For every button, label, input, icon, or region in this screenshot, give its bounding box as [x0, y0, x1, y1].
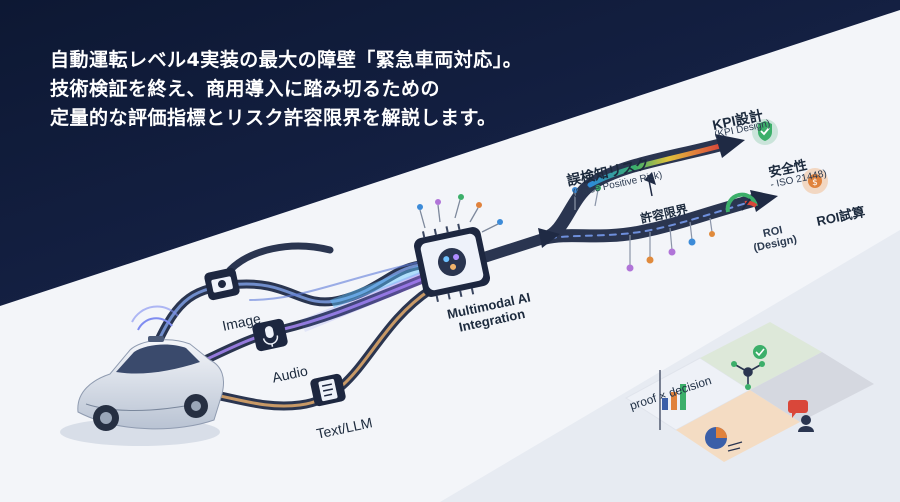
signal-beams	[300, 262, 432, 332]
person-chat-icon	[788, 400, 814, 432]
threshold-marker	[644, 172, 656, 185]
pie-chart-icon	[705, 427, 743, 452]
headline: 自動運転レベル4実装の最大の障壁「緊急車両対応」。 技術検証を終え、商用導入に踏…	[50, 46, 522, 133]
document-icon	[310, 373, 346, 407]
check-badge-icon	[753, 345, 767, 359]
risk-arrow-head	[715, 134, 745, 158]
headline-line-1: 自動運転レベル4実装の最大の障壁「緊急車両対応」。	[50, 49, 523, 71]
data-nodes	[574, 189, 713, 265]
gauge-icon	[725, 192, 758, 213]
svg-text:$: $	[812, 178, 818, 188]
network-icon	[731, 361, 765, 390]
arrow-to-hub-out	[538, 228, 560, 248]
roi-arrow-head	[750, 190, 778, 212]
camera-icon	[204, 267, 240, 301]
shield-check-icon	[752, 119, 778, 145]
proof-decision-grid	[625, 322, 874, 462]
microphone-icon	[252, 318, 288, 352]
hub-circuit	[419, 199, 499, 233]
navy-band	[0, 0, 900, 306]
headline-line-2: 技術検証を終え、商用導入に踏み切るための	[50, 78, 441, 100]
ai-chip-icon	[413, 223, 491, 302]
headline-line-3: 定量的な評価指標とリスク許容限界を解説します。	[50, 107, 497, 129]
coin-icon: $	[802, 168, 828, 194]
autonomous-car-icon	[60, 305, 224, 446]
bar-chart-icon	[662, 384, 686, 410]
